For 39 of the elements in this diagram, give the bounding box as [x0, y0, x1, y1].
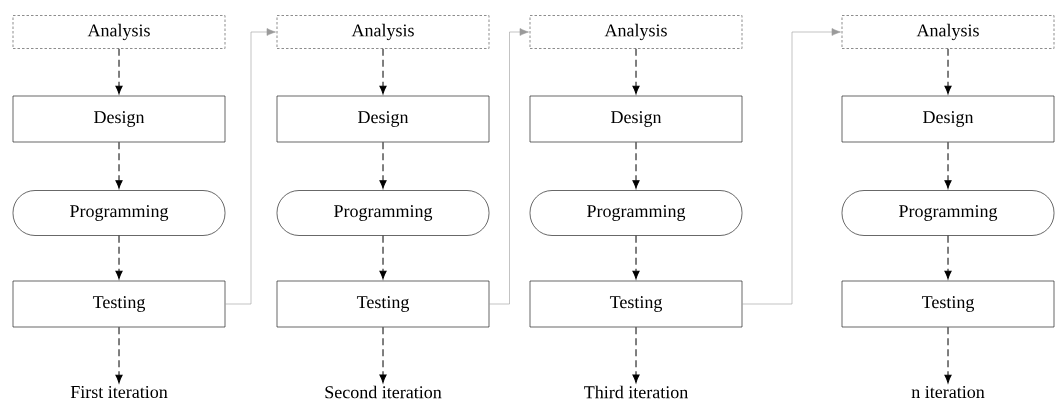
- process-box: Testing: [276, 280, 490, 328]
- arrow: [115, 326, 123, 384]
- dashed-box: Analysis: [529, 15, 743, 49]
- arrow: [944, 326, 952, 384]
- dashed-box: Analysis: [841, 15, 1055, 49]
- arrow: [115, 141, 123, 189]
- process-box: Testing: [529, 280, 743, 328]
- arrow: [379, 235, 387, 280]
- elbow-arrow: [742, 28, 841, 305]
- arrow: [944, 141, 952, 189]
- elbow-arrow: [489, 28, 529, 305]
- arrow: [632, 235, 640, 280]
- caption-text: n iteration: [910, 384, 986, 400]
- rounded-box: Programming: [529, 190, 743, 236]
- arrow: [379, 141, 387, 189]
- caption-text: Second iteration: [323, 384, 443, 400]
- arrow: [115, 235, 123, 280]
- caption-text: First iteration: [69, 384, 169, 400]
- arrow: [632, 141, 640, 189]
- arrow: [632, 326, 640, 384]
- rounded-box: Programming: [276, 190, 490, 236]
- process-box: Design: [12, 95, 226, 143]
- process-box: Testing: [841, 280, 1055, 328]
- arrow: [944, 48, 952, 95]
- arrow: [379, 48, 387, 95]
- arrow: [632, 48, 640, 95]
- process-box: Design: [841, 95, 1055, 143]
- dashed-box: Analysis: [276, 15, 490, 49]
- process-box: Testing: [12, 280, 226, 328]
- process-box: Design: [529, 95, 743, 143]
- rounded-box: Programming: [12, 190, 226, 236]
- rounded-box: Programming: [841, 190, 1055, 236]
- elbow-arrow: [225, 28, 276, 305]
- dashed-box: Analysis: [12, 15, 226, 49]
- caption-text: Third iteration: [582, 384, 690, 400]
- arrow: [944, 235, 952, 280]
- arrow: [115, 48, 123, 95]
- process-box: Design: [276, 95, 490, 143]
- arrow: [379, 326, 387, 384]
